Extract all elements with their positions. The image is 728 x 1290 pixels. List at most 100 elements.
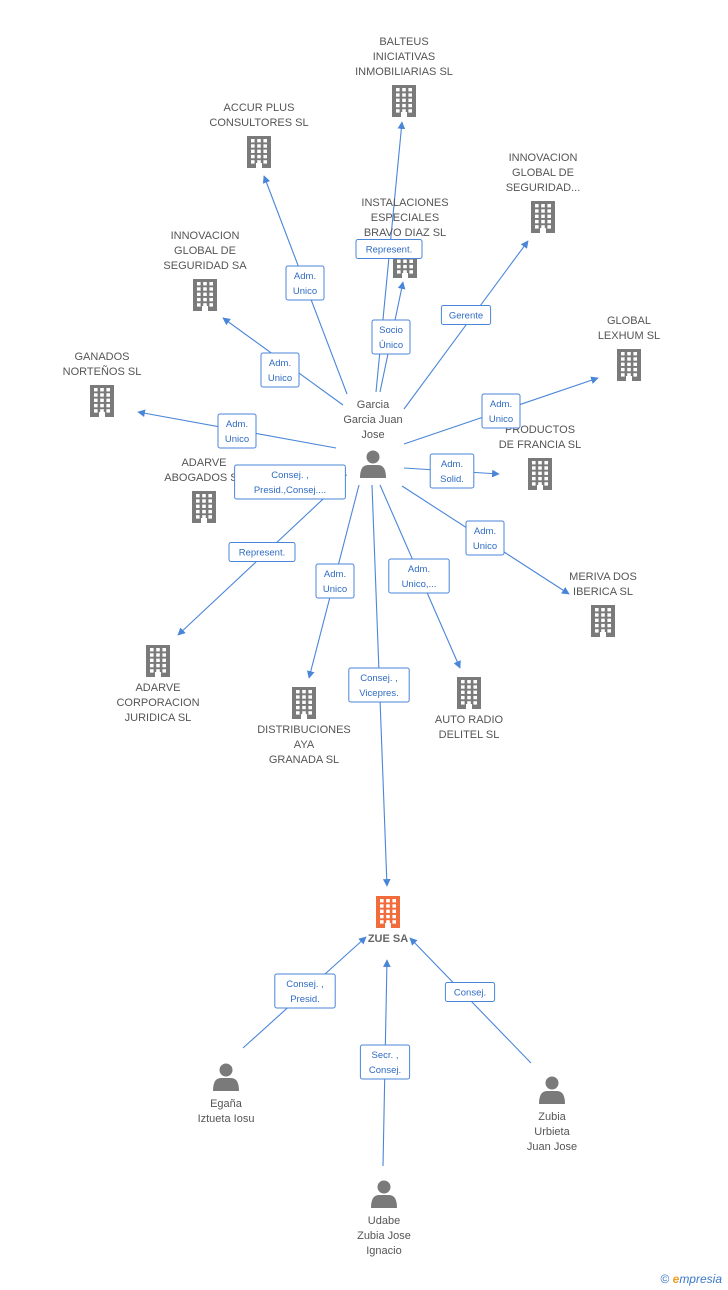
edge-label-garcia-meriva[interactable]: Adm. Unico bbox=[465, 520, 505, 556]
svg-text:Adm.: Adm. bbox=[474, 526, 496, 537]
svg-text:Consej. ,: Consej. , bbox=[360, 673, 398, 684]
building-icon bbox=[528, 458, 552, 490]
node-adarve_ab[interactable]: ADARVE ABOGADOS SL bbox=[164, 457, 244, 523]
node-label: Zubia bbox=[538, 1111, 566, 1123]
node-instal[interactable]: INSTALACIONES ESPECIALES BRAVO DIAZ SL bbox=[361, 197, 449, 278]
node-innov2[interactable]: INNOVACION GLOBAL DE SEGURIDAD SA bbox=[163, 230, 247, 311]
node-productos[interactable]: PRODUCTOS DE FRANCIA SL bbox=[499, 424, 582, 490]
svg-text:Adm.: Adm. bbox=[441, 459, 463, 470]
node-meriva[interactable]: MERIVA DOS IBERICA SL bbox=[569, 571, 637, 637]
edge-label-garcia-distrib[interactable]: Adm.Unico bbox=[315, 563, 355, 599]
building-icon bbox=[193, 279, 217, 311]
node-label: ABOGADOS SL bbox=[164, 472, 243, 484]
node-label: DISTRIBUCIONES bbox=[257, 724, 351, 736]
node-ganados[interactable]: GANADOS NORTEÑOS SL bbox=[63, 351, 142, 417]
building-icon bbox=[247, 136, 271, 168]
building-icon bbox=[376, 896, 400, 928]
node-label: ACCUR PLUS bbox=[224, 102, 295, 114]
node-label: MERIVA DOS bbox=[569, 571, 637, 583]
node-label: INICIATIVAS bbox=[373, 51, 436, 63]
node-label: SEGURIDAD SA bbox=[163, 260, 247, 272]
svg-text:Presid.,Consej....: Presid.,Consej.... bbox=[254, 485, 326, 496]
person-icon bbox=[539, 1076, 565, 1104]
edge-label-garcia-ganados[interactable]: Adm.Unico bbox=[217, 413, 257, 449]
node-label: Zubia Jose bbox=[357, 1230, 411, 1242]
svg-text:Unico,...: Unico,... bbox=[402, 579, 437, 590]
footer-brand: © empresia bbox=[660, 1272, 722, 1286]
edge-label-egana-zue[interactable]: Consej. ,Presid. bbox=[274, 973, 336, 1009]
copyright-symbol: © bbox=[660, 1272, 670, 1286]
node-label: BRAVO DIAZ SL bbox=[364, 227, 446, 239]
node-label: PRODUCTOS bbox=[505, 424, 575, 436]
svg-text:Unico: Unico bbox=[489, 414, 513, 425]
node-distrib[interactable]: DISTRIBUCIONES AYA GRANADA SL bbox=[257, 687, 351, 766]
edge-label-zubia-zue[interactable]: Consej. bbox=[444, 982, 496, 1002]
edge-label-garcia-innov1[interactable]: Gerente bbox=[440, 305, 492, 325]
edge-label-garcia-accur[interactable]: Adm. Unico bbox=[285, 265, 325, 301]
svg-text:Único: Único bbox=[379, 340, 403, 351]
svg-text:Unico: Unico bbox=[293, 286, 317, 297]
brand-name: mpresia bbox=[679, 1272, 722, 1286]
node-label: GRANADA SL bbox=[269, 754, 339, 766]
edge-label-garcia-balteus[interactable]: Represent. bbox=[355, 239, 423, 259]
node-label: DE FRANCIA SL bbox=[499, 439, 582, 451]
node-label: Iztueta Iosu bbox=[198, 1113, 255, 1125]
building-icon bbox=[617, 349, 641, 381]
node-auto[interactable]: AUTO RADIO DELITEL SL bbox=[435, 677, 504, 741]
brand-initial: e bbox=[672, 1272, 680, 1286]
node-label: Egaña bbox=[210, 1098, 243, 1110]
node-label: AUTO RADIO bbox=[435, 714, 504, 726]
node-zue[interactable]: ZUE SA bbox=[368, 896, 408, 945]
svg-text:Unico: Unico bbox=[473, 541, 497, 552]
svg-text:Adm.: Adm. bbox=[226, 419, 248, 430]
node-label: AYA bbox=[294, 739, 315, 751]
node-label: NORTEÑOS SL bbox=[63, 365, 142, 378]
svg-text:Represent.: Represent. bbox=[366, 245, 412, 256]
node-label: ZUE SA bbox=[368, 933, 408, 945]
svg-text:Adm.: Adm. bbox=[294, 271, 316, 282]
node-label: IBERICA SL bbox=[573, 586, 633, 598]
edge-label-udabe-zue[interactable]: Secr. ,Consej. bbox=[359, 1044, 411, 1080]
node-label: GANADOS bbox=[74, 351, 129, 363]
node-label: GLOBAL DE bbox=[174, 245, 236, 257]
svg-text:Solid.: Solid. bbox=[440, 474, 464, 485]
edge-label-garcia-productos[interactable]: Adm. Solid. bbox=[429, 453, 475, 489]
svg-text:Presid.: Presid. bbox=[290, 994, 320, 1005]
node-label: Ignacio bbox=[366, 1245, 401, 1257]
node-label: INNOVACION bbox=[171, 230, 240, 242]
node-label: SEGURIDAD... bbox=[506, 182, 581, 194]
svg-text:Unico: Unico bbox=[323, 584, 347, 595]
building-icon bbox=[292, 687, 316, 719]
node-accur[interactable]: ACCUR PLUS CONSULTORES SL bbox=[209, 102, 309, 168]
node-label: INSTALACIONES bbox=[361, 197, 448, 209]
edge-label-garcia-global[interactable]: Adm.Unico bbox=[481, 393, 521, 429]
node-label: GLOBAL DE bbox=[512, 167, 574, 179]
edge-label-garcia-zue[interactable]: Consej. ,Vicepres. bbox=[348, 667, 410, 703]
edge-label-garcia-adarve_corp[interactable]: Represent. bbox=[228, 542, 296, 562]
edge-label-garcia-auto[interactable]: Adm.Unico,... bbox=[388, 558, 450, 594]
node-label: Garcia Juan bbox=[343, 414, 402, 426]
building-icon bbox=[591, 605, 615, 637]
node-label: CONSULTORES SL bbox=[209, 117, 308, 129]
building-icon bbox=[192, 491, 216, 523]
building-icon bbox=[392, 85, 416, 117]
edge-label-garcia-adarve_ab[interactable]: Consej. ,Presid.,Consej.... bbox=[234, 464, 346, 500]
person-icon bbox=[213, 1063, 239, 1091]
node-label: ESPECIALES bbox=[371, 212, 439, 224]
node-label: DELITEL SL bbox=[439, 729, 500, 741]
node-label: LEXHUM SL bbox=[598, 330, 660, 342]
svg-text:Secr. ,: Secr. , bbox=[372, 1050, 399, 1061]
edge-label-garcia-innov2[interactable]: Adm.Unico bbox=[260, 352, 300, 388]
node-label: JURIDICA SL bbox=[125, 712, 192, 724]
node-label: ADARVE bbox=[181, 457, 226, 469]
node-label: BALTEUS bbox=[379, 36, 428, 48]
